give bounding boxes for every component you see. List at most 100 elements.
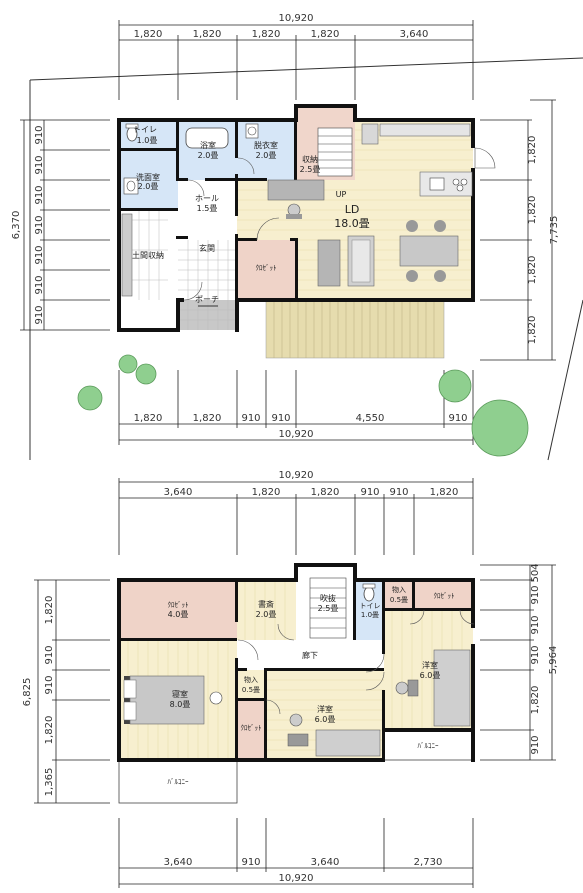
hall-size: 1.5畳 — [197, 204, 218, 213]
floor1-top-seg-2: 1,820 — [193, 29, 222, 40]
floor1-fixtures — [121, 123, 496, 307]
floor2-left-dimensions: 6,825 1,820 910 910 1,820 1,365 — [22, 579, 110, 804]
chair-mid-icon — [289, 713, 303, 727]
floor1-right-dimensions: 1,820 1,820 1,820 1,820 7,735 — [480, 99, 560, 361]
desk-right-icon — [433, 649, 471, 727]
floor1-walls — [117, 104, 475, 332]
toilet2-name: トイレ — [360, 602, 381, 610]
floor2-right-dimensions: 504 910 910 910 1,820 910 5,964 — [480, 563, 559, 761]
floor1-room-labels: トイレ 1.0畳 浴室 2.0畳 脱衣室 2.0畳 収納 2.5畳 洗面室 2.… — [132, 125, 370, 304]
floor1-right-seg-1: 1,820 — [527, 136, 538, 165]
wood-deck — [265, 299, 445, 359]
floor2-left-seg-5: 1,365 — [44, 768, 55, 797]
corridor-label: 廊下 — [302, 650, 318, 660]
floor2-right-total: 5,964 — [548, 646, 559, 675]
washroom-name: 洗面室 — [136, 172, 160, 182]
bedroom-size: 8.0畳 — [170, 700, 191, 709]
floor2-left-seg-2: 910 — [44, 645, 55, 664]
floor2-right-seg-1: 504 — [530, 563, 541, 582]
floor2-bottom-seg-3: 3,640 — [311, 857, 340, 868]
deck-pattern — [273, 300, 435, 358]
stairs-up-label: UP — [336, 190, 347, 199]
toilet2-icon — [363, 586, 375, 602]
balcony-left-floor — [118, 759, 238, 804]
floor2-top-total: 10,920 — [279, 470, 314, 481]
shoe-shelf — [121, 213, 133, 297]
storage1-name: 収納 — [302, 154, 318, 164]
floor2-top-seg-2: 1,820 — [252, 487, 281, 498]
balcony-right-label: ﾊﾞﾙｺﾆｰ — [418, 742, 439, 750]
floor2-top-seg-3: 1,820 — [311, 487, 340, 498]
study-name: 書斎 — [258, 599, 274, 609]
floor1-left-seg-5: 910 — [34, 245, 45, 264]
floor1-left-seg-6: 910 — [34, 275, 45, 294]
atrium-stair-icon — [309, 577, 347, 639]
floor2-bottom-dimensions: 3,640 910 3,640 2,730 10,920 — [118, 818, 474, 888]
room-right-size: 6.0畳 — [420, 671, 441, 680]
floor2-plan: 10,920 3,640 1,820 1,820 910 910 1,820 — [22, 470, 559, 888]
room-mid-name: 洋室 — [317, 704, 333, 714]
dining-chair — [406, 220, 418, 232]
floor2-top-seg-1: 3,640 — [164, 487, 193, 498]
floor1-right-seg-2: 1,820 — [527, 196, 538, 225]
closet-top-floor — [414, 580, 473, 610]
floor1-bottom-total: 10,920 — [279, 429, 314, 440]
floor1-left-dimensions: 6,370 910 910 910 910 910 910 910 — [11, 119, 110, 331]
coffee-table — [317, 239, 341, 287]
entrance-tiles — [129, 210, 237, 330]
floor1-top-dimensions: 10,920 1,820 1,820 1,820 1,820 3,640 — [118, 13, 474, 100]
garden-trees — [77, 354, 529, 457]
storage-top-size: 0.5畳 — [390, 596, 408, 604]
floor1-left-total: 6,370 — [11, 211, 22, 240]
floor1-top-seg-1: 1,820 — [134, 29, 163, 40]
bathtub-icon — [185, 127, 229, 149]
floor2-left-seg-1: 1,820 — [44, 596, 55, 625]
floor1-top-total: 10,920 — [279, 13, 314, 24]
closet-big-size: 4.0畳 — [168, 610, 189, 619]
room-mid-size: 6.0畳 — [315, 715, 336, 724]
floor2-top-seg-4: 910 — [360, 487, 379, 498]
floor2-left-seg-3: 910 — [44, 675, 55, 694]
floor2-right-seg-2: 910 — [530, 585, 541, 604]
floor2-top-dimensions: 10,920 3,640 1,820 1,820 910 910 1,820 — [118, 470, 474, 555]
floor2-bottom-seg-1: 3,640 — [164, 857, 193, 868]
floor1-bottom-dimensions: 1,820 1,820 910 910 4,550 910 10,920 — [118, 370, 474, 445]
side-table-icon — [209, 691, 223, 705]
dressing-name: 脱衣室 — [254, 140, 278, 150]
floor2-fixtures — [123, 577, 475, 757]
site-boundary-top — [29, 57, 583, 81]
floor2-left-seg-4: 1,820 — [44, 716, 55, 745]
ld-size: 18.0畳 — [334, 217, 370, 230]
storage-mid-size: 0.5畳 — [242, 686, 260, 694]
floor2-right-seg-3: 910 — [530, 615, 541, 634]
closet-top-label: ｸﾛｾﾞｯﾄ — [434, 592, 455, 600]
floor2-right-seg-4: 910 — [530, 645, 541, 664]
floor1-top-seg-5: 3,640 — [400, 29, 429, 40]
tv-board — [267, 179, 325, 201]
study-size: 2.0畳 — [256, 610, 277, 619]
floor1-left-seg-2: 910 — [34, 155, 45, 174]
toilet1-name: トイレ — [133, 125, 157, 134]
closet-big-floor — [119, 580, 237, 640]
room-right-name: 洋室 — [422, 660, 438, 670]
hall-floor — [178, 180, 237, 240]
stove-icon — [452, 178, 460, 186]
porch-label: ポーチ — [195, 295, 219, 304]
closet-small-label: ｸﾛｾﾞｯﾄ — [241, 724, 262, 732]
washroom-size: 2.0畳 — [138, 182, 159, 191]
toilet2-size: 1.0畳 — [361, 611, 379, 619]
floor1-left-seg-7: 910 — [34, 305, 45, 324]
sink-icon — [429, 177, 445, 191]
tree-icon — [77, 385, 103, 411]
storage-top-floor — [384, 580, 414, 610]
floor2-bottom-total: 10,920 — [279, 873, 314, 884]
floor1-bottom-seg-4: 910 — [271, 413, 290, 424]
dressing-size: 2.0畳 — [256, 151, 277, 160]
floor2-bottom-seg-2: 910 — [241, 857, 260, 868]
floor1-bottom-seg-3: 910 — [241, 413, 260, 424]
closet-small-floor — [237, 700, 266, 760]
door-swing-2 — [237, 639, 259, 661]
desk-mid-icon — [315, 729, 381, 757]
toilet1-size: 1.0畳 — [137, 136, 158, 145]
